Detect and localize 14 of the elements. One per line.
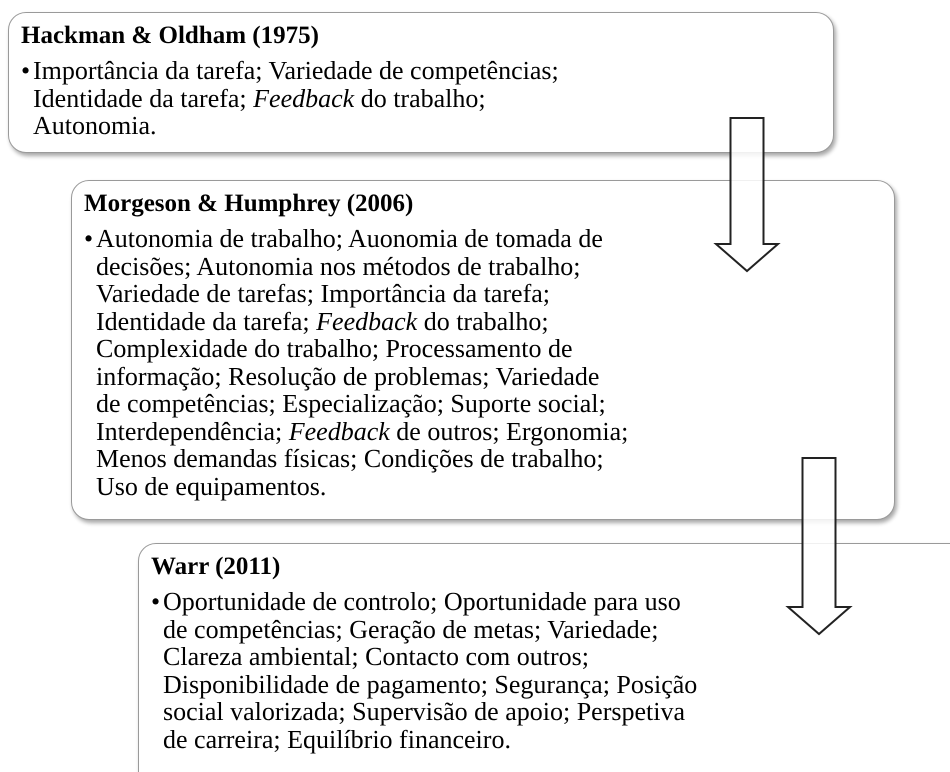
rounded-box bbox=[71, 180, 895, 520]
block-arrow bbox=[713, 117, 781, 272]
box-heading: Morgeson & Humphrey (2006) bbox=[84, 189, 414, 219]
rounded-box bbox=[138, 543, 950, 772]
bullet-text: Autonomia de trabalho; Auonomia de tomada de decisões; Autonomia nos métodos de trabalho; Variedade de tarefas; Importância da tarefa; Identidade da tarefa; Feedback do trabalho; Complexidade do trabalho; Processamento de informação; Resolução de problemas; Variedade de competências; Especialização; Suporte social; Interdependência; Feedback de outros; Ergonomia; Menos demandas físicas; Condições de trabalho; Uso de equipamentos. bbox=[96, 225, 629, 500]
bullet: • bbox=[84, 225, 94, 252]
bullet-text: Importância da tarefa; Variedade de competências; Identidade da tarefa; Feedback do trabalho; Autonomia. bbox=[33, 57, 560, 140]
bullet-text: Oportunidade de controlo; Oportunidade para uso de competências; Geração de metas; Variedade; Clareza ambiental; Contacto com outros; Disponibilidade de pagamento; Segurança; Posição social valorizada; Supervisão de apoio; Perspetiva de carreira; Equilíbrio financeiro. bbox=[163, 588, 698, 753]
block-arrow bbox=[785, 457, 853, 636]
bullet: • bbox=[151, 588, 162, 616]
box-heading: Hackman & Oldham (1975) bbox=[21, 21, 319, 51]
rounded-box bbox=[8, 12, 834, 153]
bullet: • bbox=[21, 57, 32, 84]
box-heading: Warr (2011) bbox=[151, 552, 280, 582]
